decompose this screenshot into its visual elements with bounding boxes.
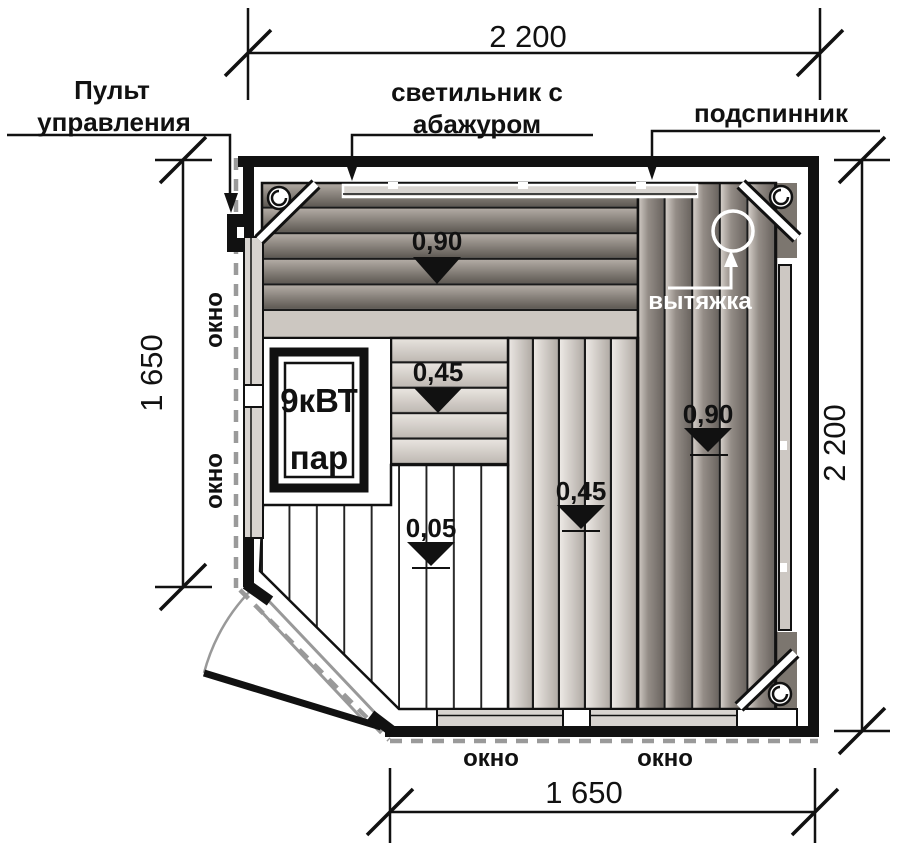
tick xyxy=(158,562,208,612)
door-leaf xyxy=(202,669,383,731)
walls xyxy=(238,156,819,737)
level-value: 0,45 xyxy=(556,476,607,506)
dimension-bottom: 1 650 xyxy=(365,768,840,843)
exhaust-vent: вытяжка xyxy=(648,209,755,315)
level-marker-floor: 0,05 xyxy=(406,513,457,569)
light-fixture xyxy=(341,182,699,199)
tick xyxy=(790,787,840,837)
corner-trim-top-right xyxy=(736,179,802,243)
tick xyxy=(365,787,415,837)
tick xyxy=(837,706,887,756)
lamp-label-2: абажуром xyxy=(413,109,541,139)
wall-chamfer-stub-bottom xyxy=(367,710,396,736)
corner-trim-top-left xyxy=(254,179,321,245)
window-left-lower xyxy=(243,406,264,539)
window-left-mullion xyxy=(243,384,264,408)
corner-trims xyxy=(254,179,802,712)
control-panel-leader xyxy=(7,133,232,198)
corner-trim-bottom-right xyxy=(734,648,800,712)
backrest-board xyxy=(778,264,792,631)
dimension-right: 2 200 xyxy=(817,135,890,756)
dimension-left-value: 1 650 xyxy=(134,334,169,412)
control-panel-label-1: Пульт xyxy=(74,75,150,105)
level-marker-step: 0,45 xyxy=(413,357,464,413)
backrest-callout: подспинник xyxy=(645,98,880,180)
window-left-upper xyxy=(243,236,264,386)
wall-chamfer-stub-top xyxy=(242,579,274,606)
backrest-label: подспинник xyxy=(694,98,849,128)
dimension-top-value: 2 200 xyxy=(489,19,567,54)
fixture-clip-1 xyxy=(388,182,398,189)
window-bottom-mullion xyxy=(562,708,591,728)
lamp-callout: светильник с абажуром xyxy=(345,77,593,181)
exhaust-vent-circle xyxy=(711,209,755,253)
window-label-bottom-left: окно xyxy=(463,745,519,772)
control-panel-callout: Пульт управления xyxy=(7,75,238,213)
lamp-arrow xyxy=(345,161,359,181)
door xyxy=(202,588,383,731)
level-value: 0,90 xyxy=(412,226,463,256)
window-label-left-lower: окно xyxy=(201,453,228,509)
dimension-right-value: 2 200 xyxy=(817,404,852,482)
window-bottom-right xyxy=(589,708,738,728)
step-bench xyxy=(389,336,510,467)
control-panel-device xyxy=(227,214,244,252)
heater-steam-label: пар xyxy=(290,439,348,476)
window-label-left-upper: окно xyxy=(201,292,228,348)
control-panel-arrow xyxy=(224,193,238,213)
lamp-label-1: светильник с xyxy=(391,77,563,107)
dimension-top: 2 200 xyxy=(223,8,845,100)
tick xyxy=(158,135,208,185)
dimension-left: 1 650 xyxy=(134,135,212,612)
level-marker-bench-right: 0,90 xyxy=(683,399,734,456)
heater-power-label: 9кВТ xyxy=(280,382,358,419)
window-bottom-left xyxy=(436,708,564,728)
level-marker-bench-middle: 0,45 xyxy=(556,476,607,532)
door-closed-outer xyxy=(265,597,379,717)
backrest-leader xyxy=(650,129,880,160)
bottom-windows xyxy=(436,708,798,728)
backrest-arrow xyxy=(645,159,659,180)
exhaust-label: вытяжка xyxy=(648,288,752,315)
level-value: 0,90 xyxy=(683,399,734,429)
heater-box: 9кВТ пар xyxy=(269,347,369,493)
door-closed-inner xyxy=(255,605,370,727)
level-value: 0,05 xyxy=(406,513,457,543)
tick xyxy=(795,28,845,78)
tick xyxy=(837,135,887,185)
control-panel-label-2: управления xyxy=(37,107,191,137)
lamp-leader xyxy=(350,133,593,162)
level-marker-bench-top: 0,90 xyxy=(412,226,463,284)
bench-right xyxy=(636,181,797,711)
dimension-bottom-value: 1 650 xyxy=(545,775,623,810)
dashed-chamfer xyxy=(238,588,391,742)
window-label-bottom-right: окно xyxy=(637,745,693,772)
bench-middle xyxy=(506,336,640,711)
fixture-clip-2 xyxy=(518,182,528,189)
window-bottom-end-block xyxy=(736,708,798,728)
floor-area xyxy=(258,463,510,711)
level-value: 0,45 xyxy=(413,357,464,387)
left-windows xyxy=(243,236,264,539)
fixture-clip-3 xyxy=(636,182,646,189)
tick xyxy=(223,28,273,78)
exhaust-leader xyxy=(668,266,733,290)
door-swing-arc xyxy=(202,588,253,674)
exhaust-arrow xyxy=(724,250,738,267)
